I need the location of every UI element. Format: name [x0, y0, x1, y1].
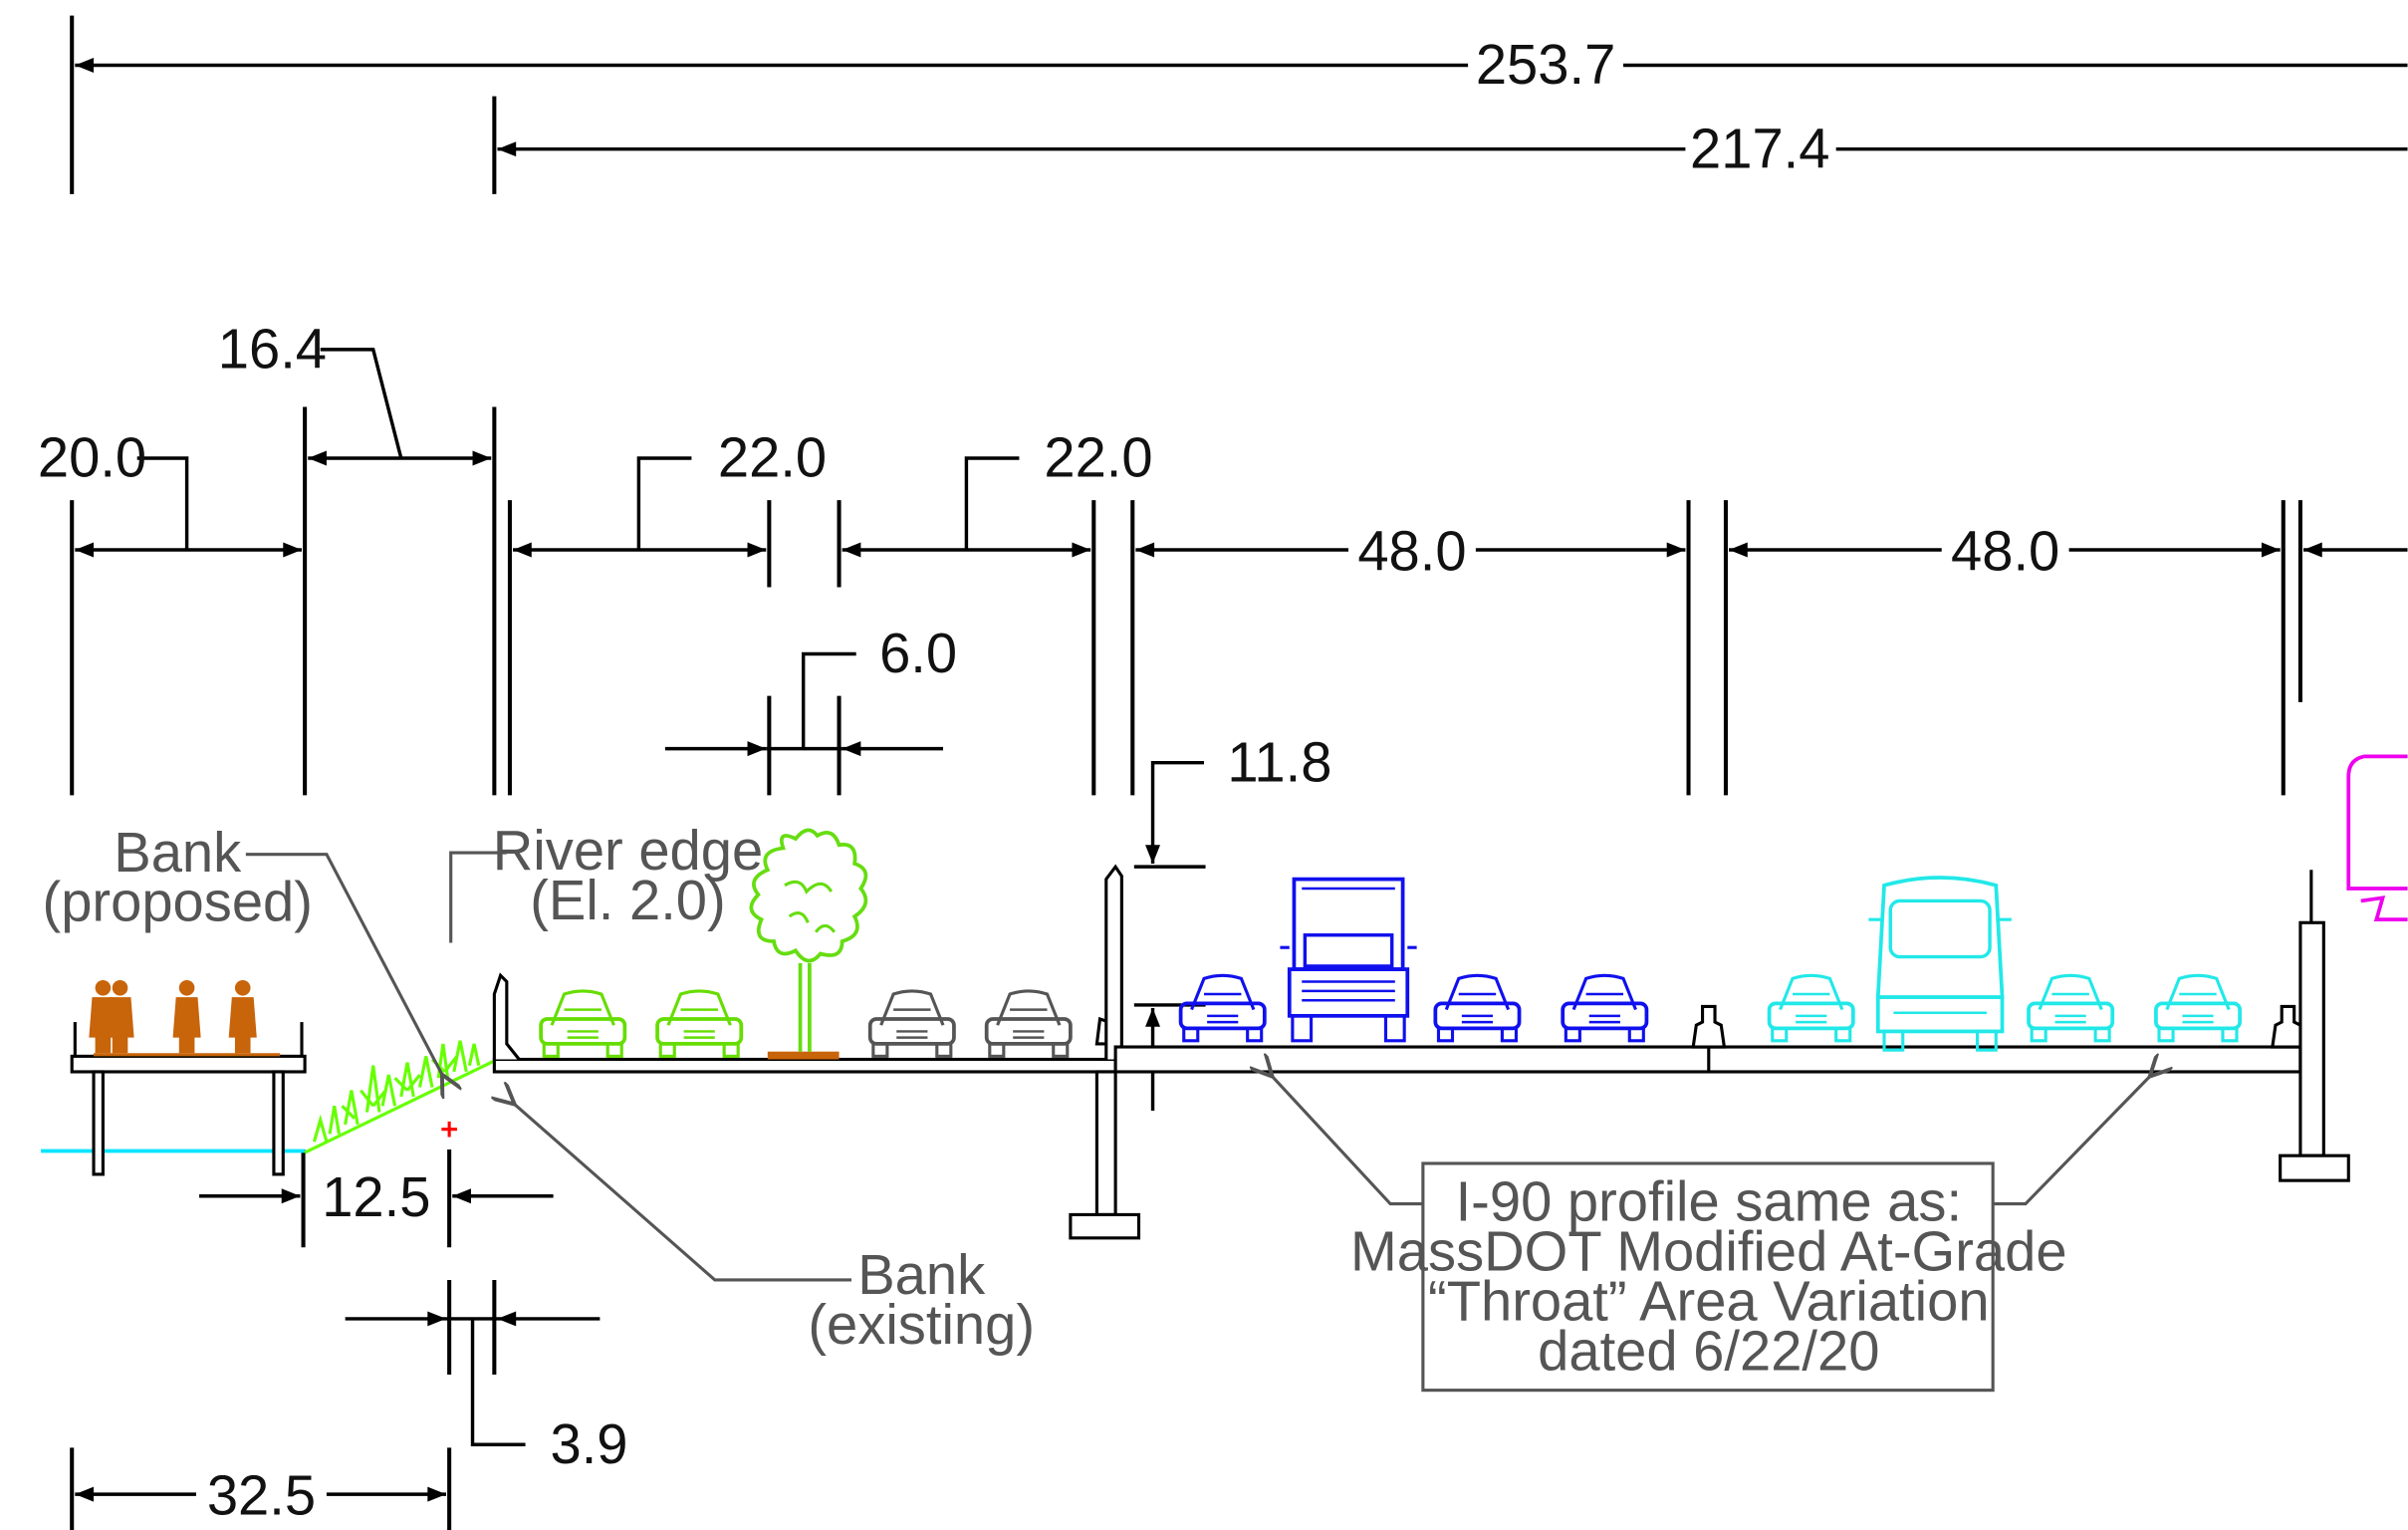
dim-22-0-b: 22.0: [1044, 426, 1152, 489]
label-bank-existing-2: (existing): [808, 1293, 1035, 1356]
bank-vegetation: [304, 1040, 496, 1154]
parked-car-green-1: [539, 989, 627, 1059]
note-line-4: dated 6/22/20: [1538, 1319, 1879, 1382]
parking-deck: [492, 864, 1141, 1240]
note-line-3: “Throat” Area Variation: [1428, 1269, 1990, 1332]
dimension-parking-lane-1: 22.0: [513, 426, 827, 558]
i90-bus-cyan: [1866, 876, 2014, 1053]
parked-car-gray-2: [984, 989, 1073, 1059]
label-river-edge-2: (El. 2.0): [530, 869, 726, 931]
dimension-median-strip: 6.0: [664, 622, 957, 796]
callout-river-edge: River edge (El. 2.0): [449, 819, 763, 943]
i90-car-blue-3: [1561, 973, 1649, 1043]
people-figures: [89, 979, 257, 1054]
parked-car-green-2: [655, 989, 744, 1059]
i90-car-blue-1: [1178, 973, 1267, 1043]
dimension-i90-half-1: 48.0: [1135, 519, 1686, 582]
dimension-i90-half-2: 48.0: [1729, 519, 2408, 582]
dimension-parking-lane-2: 22.0: [842, 426, 1153, 558]
i90-deck: [1113, 870, 2350, 1182]
dim-11-8: 11.8: [1227, 730, 1331, 793]
i90-car-cyan-2: [2027, 973, 2115, 1043]
dim-217-4: 217.4: [1690, 117, 1829, 179]
dim-253-7: 253.7: [1476, 33, 1615, 96]
boardwalk: [70, 1022, 307, 1176]
label-bank-existing-1: Bank: [857, 1243, 986, 1306]
dim-20-0: 20.0: [38, 426, 146, 489]
rail-vehicle: [2346, 754, 2408, 922]
bank-point-marker: [441, 1121, 457, 1138]
dim-12-5: 12.5: [322, 1165, 430, 1228]
dimension-wall-height: 11.8: [1133, 730, 1331, 1111]
dim-6-0: 6.0: [879, 622, 957, 684]
dimension-bank-small: 3.9: [345, 1279, 628, 1475]
dim-48-0-a: 48.0: [1357, 519, 1466, 582]
label-bank-proposed-1: Bank: [114, 821, 242, 884]
dimension-walkway-lower: 32.5: [70, 1447, 452, 1530]
parked-car-gray-1: [867, 989, 956, 1059]
i90-car-blue-2: [1433, 973, 1522, 1043]
callout-bank-proposed: Bank (proposed): [43, 821, 443, 1077]
extension-lines: [70, 406, 2302, 796]
dimension-bank-offset: 16.4: [218, 318, 492, 466]
dim-48-0-b: 48.0: [1951, 519, 2059, 582]
dimension-overall-from-river: 217.4: [492, 96, 2408, 194]
dimension-bank-horizontal: 12.5: [199, 1148, 554, 1248]
dimension-walkway-width: 20.0: [38, 426, 302, 558]
i90-car-cyan-1: [1767, 973, 1855, 1043]
dimension-overall-total: 253.7: [70, 15, 2408, 194]
note-line-1: I-90 profile same as:: [1456, 1170, 1962, 1233]
note-box: I-90 profile same as: MassDOT Modified A…: [1271, 1075, 2151, 1393]
dim-22-0-a: 22.0: [718, 426, 827, 489]
i90-car-cyan-3: [2154, 973, 2242, 1043]
callout-bank-existing: Bank (existing): [513, 1103, 1035, 1356]
label-bank-proposed-2: (proposed): [43, 871, 313, 933]
i90-truck-blue: [1278, 877, 1419, 1043]
street-tree: [749, 828, 868, 1060]
label-river-edge-1: River edge: [493, 819, 763, 882]
dim-3-9: 3.9: [550, 1412, 627, 1475]
dim-16-4: 16.4: [218, 318, 327, 381]
note-line-2: MassDOT Modified At-Grade: [1350, 1220, 2067, 1283]
dim-32-5: 32.5: [207, 1463, 316, 1526]
